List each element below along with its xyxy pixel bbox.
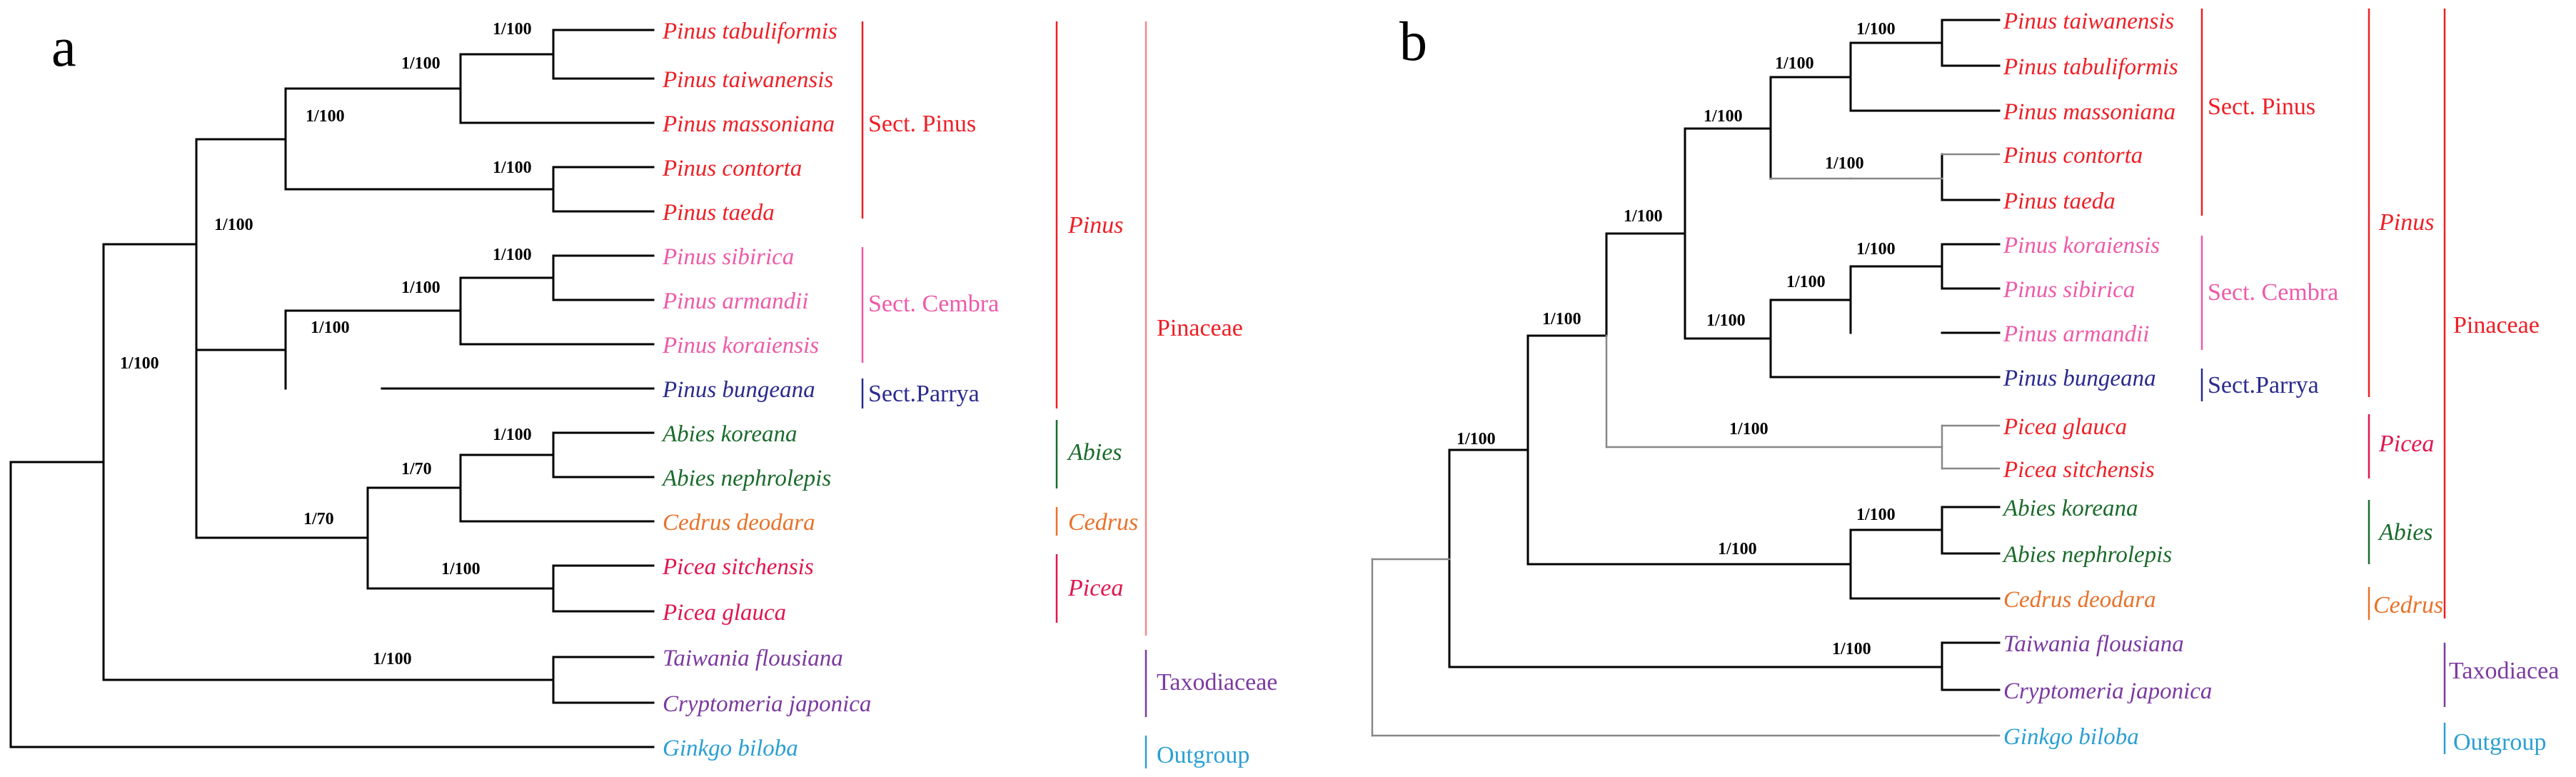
group-label-genus-cedrus: Cedrus xyxy=(2373,592,2443,618)
taxon-label: Cryptomeria japonica xyxy=(2003,678,2212,704)
group-label-sect-parrya: Sect.Parrya xyxy=(868,381,980,407)
support-value: 1/100 xyxy=(1718,540,1757,558)
taxon-label: Pinus tabuliformis xyxy=(662,19,837,44)
group-label-genus-picea: Picea xyxy=(1067,575,1123,601)
taxon-label: Cedrus deodara xyxy=(663,510,815,536)
taxon-label: Pinus taiwanensis xyxy=(2003,9,2174,34)
support-value: 1/100 xyxy=(493,246,532,264)
panel-b-letter: b xyxy=(1399,10,1427,72)
taxon-label: Pinus massoniana xyxy=(662,111,835,137)
support-value: 1/100 xyxy=(441,560,481,578)
taxon-label: Ginkgo biloba xyxy=(663,736,798,761)
panel-a-taxa: Pinus tabuliformis Pinus taiwanensis Pin… xyxy=(661,19,871,761)
panel-a-groups: Sect. Pinus Sect. Cembra Sect.Parrya Pin… xyxy=(861,21,1277,768)
panel-b-tree xyxy=(1371,19,2001,737)
taxon-label: Pinus contorta xyxy=(2003,143,2143,169)
taxon-label: Picea glauca xyxy=(662,600,786,626)
group-label-genus-abies: Abies xyxy=(2378,519,2433,546)
taxon-label: Abies nephrolepis xyxy=(661,466,831,491)
support-value: 1/100 xyxy=(1856,20,1896,39)
taxon-label: Pinus bungeana xyxy=(662,377,815,403)
panel-a-support-values: 1/100 1/100 1/100 1/100 1/100 1/100 1/10… xyxy=(120,20,532,668)
group-label-sect-cembra: Sect. Cembra xyxy=(868,291,999,317)
support-value: 1/100 xyxy=(1832,640,1871,658)
support-value: 1/100 xyxy=(1825,154,1864,173)
panel-a-letter: a xyxy=(51,16,76,78)
support-value: 1/100 xyxy=(401,279,441,297)
support-value: 1/70 xyxy=(401,460,432,478)
group-label-family-pinaceae: Pinaceae xyxy=(1157,315,1243,341)
support-value: 1/100 xyxy=(1542,310,1581,329)
taxon-label: Ginkgo biloba xyxy=(2003,724,2139,750)
support-value: 1/70 xyxy=(303,510,334,528)
taxon-label: Pinus sibirica xyxy=(2003,277,2135,303)
group-label-sect-cembra: Sect. Cembra xyxy=(2208,279,2338,306)
support-value: 1/100 xyxy=(401,54,441,73)
taxon-label: Picea glauca xyxy=(2003,414,2127,440)
support-value: 1/100 xyxy=(493,159,532,177)
support-value: 1/100 xyxy=(373,650,412,668)
taxon-label: Pinus taiwanensis xyxy=(662,67,833,93)
taxon-label: Pinus taeda xyxy=(662,200,775,226)
taxon-label: Pinus armandii xyxy=(2003,321,2149,347)
support-value: 1/100 xyxy=(311,319,350,337)
group-label-sect-pinus: Sect. Pinus xyxy=(2208,94,2315,120)
group-label-sect-parrya: Sect.Parrya xyxy=(2208,372,2319,398)
support-value: 1/100 xyxy=(1786,273,1826,291)
taxon-label: Pinus koraiensis xyxy=(2003,233,2160,259)
support-value: 1/100 xyxy=(306,107,345,126)
panel-b-support-values: 1/100 1/100 1/100 1/100 1/100 1/100 1/10… xyxy=(1456,20,1896,658)
taxon-label: Pinus sibirica xyxy=(662,244,794,270)
group-label-genus-pinus: Pinus xyxy=(1067,212,1123,239)
group-label-family-pinaceae: Pinaceae xyxy=(2453,312,2540,339)
taxon-label: Taiwania flousiana xyxy=(2003,631,2184,657)
support-value: 1/100 xyxy=(1775,54,1814,73)
group-label-outgroup: Outgroup xyxy=(1157,742,1249,768)
taxon-label: Picea sitchensis xyxy=(662,554,814,580)
group-label-genus-picea: Picea xyxy=(2378,431,2434,457)
panel-a-tree xyxy=(9,29,655,748)
support-value: 1/100 xyxy=(493,20,532,39)
group-label-genus-pinus: Pinus xyxy=(2378,209,2434,236)
taxon-label: Pinus armandii xyxy=(662,289,808,314)
support-value: 1/100 xyxy=(1729,420,1769,438)
panel-b-groups: Sect. Pinus Sect. Cembra Sect.Parrya Pin… xyxy=(2200,9,2559,756)
panel-b: b xyxy=(1371,9,2559,756)
support-value: 1/100 xyxy=(120,354,159,373)
taxon-label: Abies koreana xyxy=(661,421,797,447)
group-label-genus-abies: Abies xyxy=(1067,439,1122,466)
support-value: 1/100 xyxy=(1856,240,1896,259)
taxon-label: Abies koreana xyxy=(2002,496,2138,521)
support-value: 1/100 xyxy=(1456,430,1496,448)
taxon-label: Abies nephrolepis xyxy=(2002,542,2172,568)
taxon-label: Pinus contorta xyxy=(662,156,802,181)
group-label-genus-cedrus: Cedrus xyxy=(1068,509,1138,536)
support-value: 1/100 xyxy=(214,216,253,234)
group-label-outgroup: Outgroup xyxy=(2453,729,2546,756)
support-value: 1/100 xyxy=(493,426,532,444)
support-value: 1/100 xyxy=(1704,107,1743,126)
support-value: 1/100 xyxy=(1624,207,1663,226)
taxon-label: Pinus taeda xyxy=(2003,189,2115,214)
taxon-label: Picea sitchensis xyxy=(2003,457,2155,483)
taxon-label: Pinus koraiensis xyxy=(662,333,819,359)
group-label-family-taxodiaceae: Taxodiaceae xyxy=(1157,669,1277,696)
taxon-label: Taiwania flousiana xyxy=(663,646,843,671)
support-value: 1/100 xyxy=(1856,506,1896,524)
taxon-label: Pinus tabuliformis xyxy=(2003,54,2178,80)
taxon-label: Pinus massoniana xyxy=(2003,99,2175,125)
taxon-label: Cryptomeria japonica xyxy=(663,691,871,717)
support-value: 1/100 xyxy=(1706,311,1746,330)
panel-a: a xyxy=(9,16,1277,768)
taxon-label: Pinus bungeana xyxy=(2003,366,2156,391)
panel-b-taxa: Pinus taiwanensis Pinus tabuliformis Pin… xyxy=(2002,9,2212,750)
group-label-family-taxodiaceae: Taxodiacea xyxy=(2449,658,2559,684)
taxon-label: Cedrus deodara xyxy=(2003,587,2156,613)
group-label-sect-pinus: Sect. Pinus xyxy=(868,111,976,137)
